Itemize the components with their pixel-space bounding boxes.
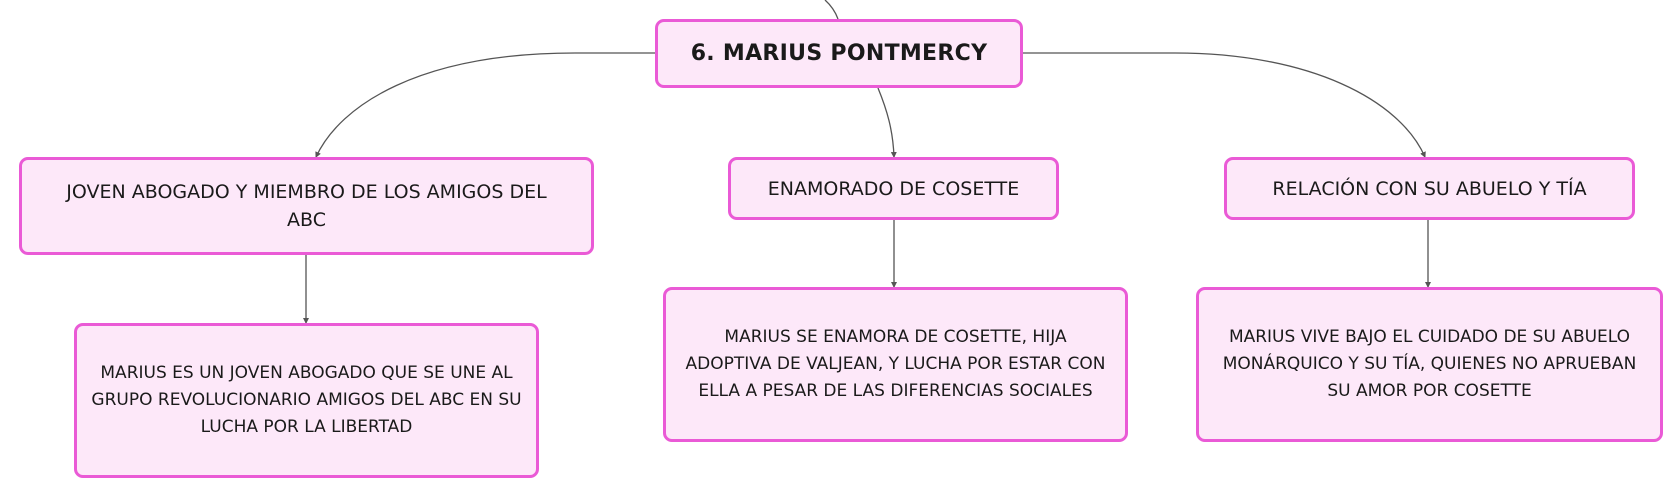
detail-text-cosette: MARIUS SE ENAMORA DE COSETTE, HIJA ADOPT… <box>685 327 1106 401</box>
root-topic-node[interactable]: 6. MARIUS PONTMERCY <box>655 19 1023 88</box>
detail-text-abogado: MARIUS ES UN JOVEN ABOGADO QUE SE UNE AL… <box>91 363 522 437</box>
branch-node-abuelo-tia[interactable]: RELACIÓN CON SU ABUELO Y TÍA <box>1224 157 1635 220</box>
branch-node-abogado[interactable]: JOVEN ABOGADO Y MIEMBRO DE LOS AMIGOS DE… <box>19 157 594 255</box>
detail-text-abuelo-tia: MARIUS VIVE BAJO EL CUIDADO DE SU ABUELO… <box>1222 327 1637 401</box>
detail-node-abogado[interactable]: MARIUS ES UN JOVEN ABOGADO QUE SE UNE AL… <box>74 323 539 478</box>
branch-node-cosette[interactable]: ENAMORADO DE COSETTE <box>728 157 1059 220</box>
branch-label-cosette: ENAMORADO DE COSETTE <box>767 177 1020 200</box>
connector-root-to-branch-1 <box>315 52 655 158</box>
detail-node-cosette[interactable]: MARIUS SE ENAMORA DE COSETTE, HIJA ADOPT… <box>663 287 1128 442</box>
connector-root-to-branch-2 <box>877 87 897 158</box>
connector-parent-to-root <box>824 0 839 20</box>
root-topic-label: 6. MARIUS PONTMERCY <box>690 40 988 66</box>
connector-root-to-branch-3 <box>1023 52 1426 158</box>
branch-label-abuelo-tia: RELACIÓN CON SU ABUELO Y TÍA <box>1272 177 1587 200</box>
detail-node-abuelo-tia[interactable]: MARIUS VIVE BAJO EL CUIDADO DE SU ABUELO… <box>1196 287 1663 442</box>
branch-label-abogado: JOVEN ABOGADO Y MIEMBRO DE LOS AMIGOS DE… <box>66 181 547 231</box>
